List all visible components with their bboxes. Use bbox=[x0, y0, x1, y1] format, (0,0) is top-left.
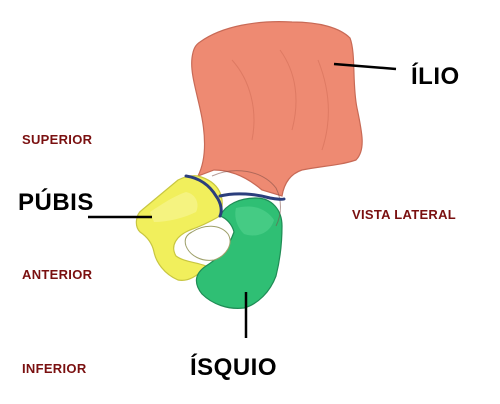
superior-label: SUPERIOR bbox=[22, 132, 93, 147]
vista-lateral-label: VISTA LATERAL bbox=[352, 207, 457, 222]
pubis-label: PÚBIS bbox=[18, 189, 94, 216]
inferior-label: INFERIOR bbox=[22, 361, 87, 376]
ilium-texture bbox=[231, 49, 329, 151]
obturator-foramen bbox=[184, 225, 231, 261]
ilium-region bbox=[191, 21, 363, 197]
ischium-shading bbox=[235, 206, 274, 236]
ilio-label: ÍLIO bbox=[411, 63, 460, 90]
acetabulum-rim bbox=[211, 170, 281, 227]
ilio-pointer-line bbox=[333, 62, 397, 71]
suture-ilium-ischium bbox=[218, 192, 286, 201]
isquio-label: ÍSQUIO bbox=[190, 354, 278, 381]
suture-ilium-pubis bbox=[184, 174, 223, 218]
pubis-highlight bbox=[150, 192, 198, 222]
pubis-region bbox=[135, 175, 223, 281]
anterior-label: ANTERIOR bbox=[22, 267, 93, 282]
